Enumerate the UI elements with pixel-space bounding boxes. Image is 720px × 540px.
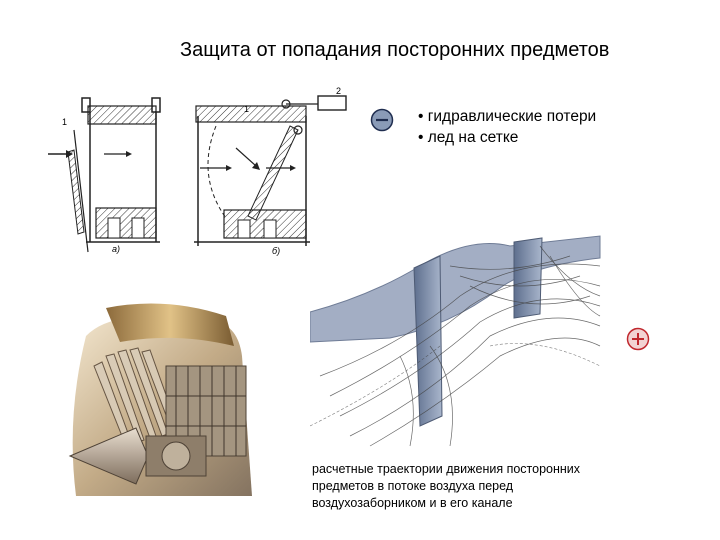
caption-line: предметов в потоке воздуха перед (312, 479, 514, 493)
plus-icon (626, 327, 650, 356)
label-figure-b: б) (272, 246, 280, 256)
trajectory-visualization (310, 235, 601, 447)
caption-line: расчетные траектории движения посторонни… (312, 462, 581, 476)
drawback-item: • гидравлические потери (418, 108, 597, 125)
inlet-screen-diagram-b: 1 2 б) (194, 86, 347, 256)
figure-caption: расчетные траектории движения посторонни… (312, 461, 642, 512)
minus-icon (370, 108, 394, 137)
slide-title: Защита от попадания посторонних предмето… (180, 39, 610, 61)
drawbacks-list: • гидравлические потери • лед на сетке (418, 106, 596, 148)
label-figure-a: а) (112, 244, 120, 254)
drawback-item: • лед на сетке (418, 129, 519, 146)
label-part-1-a: 1 (62, 117, 67, 127)
label-part-2-b: 2 (336, 86, 341, 96)
inlet-screen-diagram-a: 1 а) (48, 97, 161, 254)
engine-cutaway-illustration (68, 303, 253, 496)
label-part-1-b: 1 (244, 104, 249, 114)
caption-line: воздухозаборником и в его канале (312, 496, 513, 510)
